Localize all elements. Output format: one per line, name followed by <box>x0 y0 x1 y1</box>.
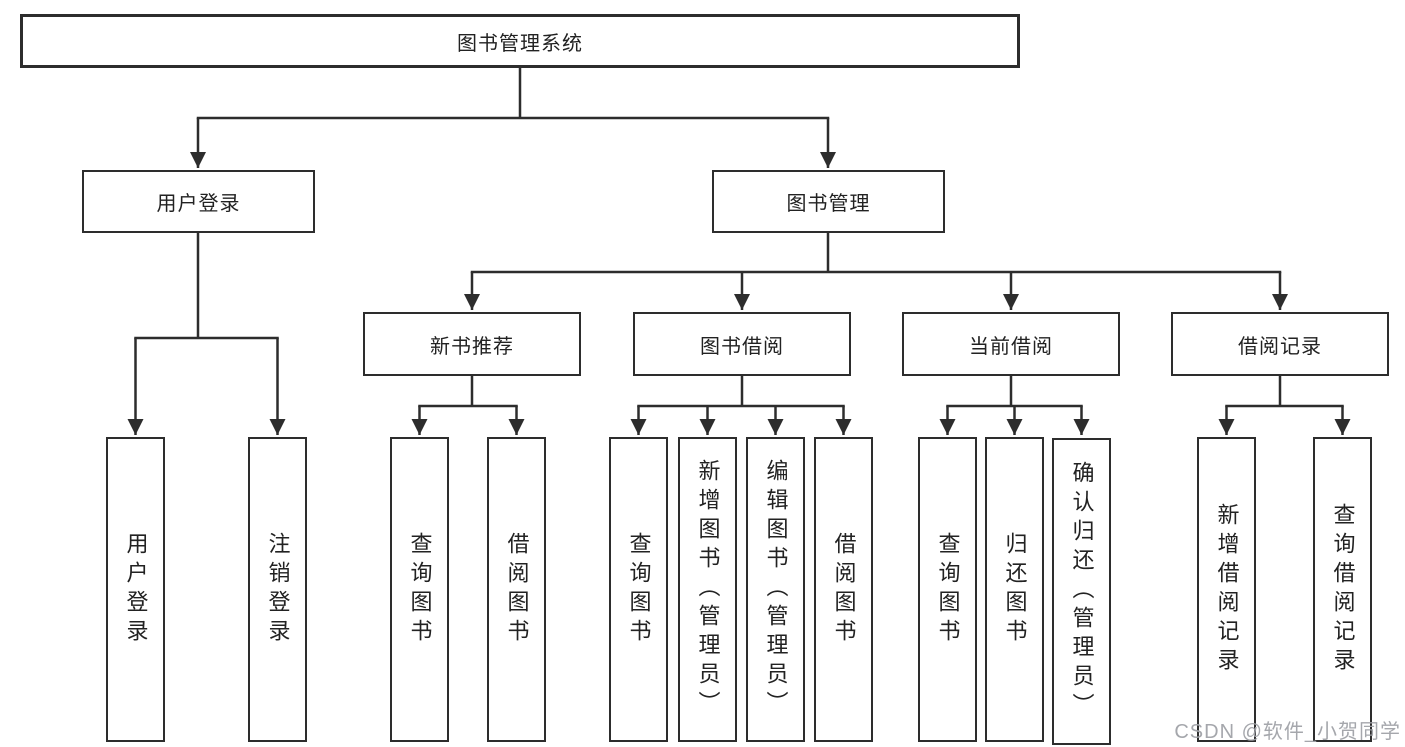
node-borrowing-borrow-books: 借阅图书 <box>814 437 873 742</box>
connector-records-rail <box>1225 374 1344 408</box>
node-borrowing-query-books: 查询图书 <box>609 437 668 742</box>
node-user-login-leaf: 用户登录 <box>106 437 165 742</box>
node-current-query-books: 查询图书 <box>918 437 977 742</box>
node-recommend-borrow-books: 借阅图书 <box>487 437 546 742</box>
node-borrow-records: 借阅记录 <box>1171 312 1389 376</box>
node-recommend-query-books: 查询图书 <box>390 437 449 742</box>
watermark-text: CSDN @软件_小贺同学 <box>1174 721 1401 743</box>
node-add-books-admin: 新增图书（管理员） <box>678 437 737 742</box>
connector-bookmgmt-rail <box>470 231 1282 274</box>
node-user-login: 用户登录 <box>82 170 315 233</box>
node-query-borrow-record: 查询借阅记录 <box>1313 437 1372 742</box>
node-book-management: 图书管理 <box>712 170 945 233</box>
connector-root-rail <box>196 66 830 120</box>
node-confirm-return-admin: 确认归还（管理员） <box>1052 438 1111 745</box>
node-return-books: 归还图书 <box>985 437 1044 742</box>
connector-newbook-rail <box>418 374 518 408</box>
connector-current-rail <box>946 374 1083 408</box>
connector-borrowing-rail <box>637 374 845 408</box>
node-book-borrowing: 图书借阅 <box>633 312 851 376</box>
connector-userlogin-rail <box>134 231 279 340</box>
node-new-book-recommend: 新书推荐 <box>363 312 581 376</box>
node-logout: 注销登录 <box>248 437 307 742</box>
node-library-system: 图书管理系统 <box>20 14 1020 68</box>
node-edit-books-admin: 编辑图书（管理员） <box>746 437 805 742</box>
node-current-borrowing: 当前借阅 <box>902 312 1120 376</box>
node-add-borrow-record: 新增借阅记录 <box>1197 437 1256 742</box>
